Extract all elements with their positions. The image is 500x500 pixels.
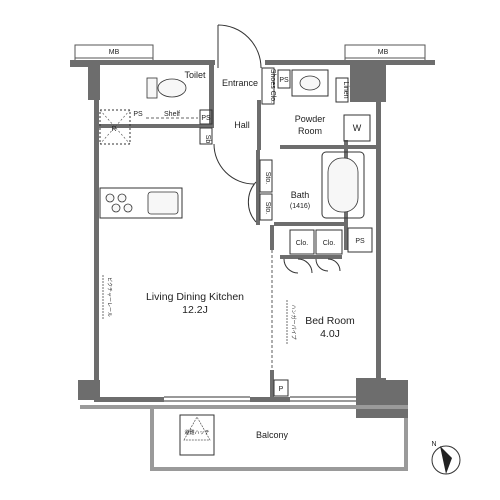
washer-label: W bbox=[353, 123, 362, 133]
picture-rail-label: ピクチャーレール bbox=[106, 277, 112, 317]
meter-box-left: MB bbox=[74, 44, 154, 64]
mb-left-label: MB bbox=[109, 49, 120, 56]
north-label: N bbox=[431, 441, 436, 448]
toilet-label: Toilet bbox=[184, 70, 206, 80]
linen-label: Linen bbox=[342, 81, 349, 98]
ps-top-label: PS bbox=[279, 77, 289, 84]
windows-bottom bbox=[164, 396, 356, 402]
ldk-size-label: 12.2J bbox=[182, 304, 208, 316]
sto-door-arc bbox=[247, 181, 257, 223]
sto-label-1: Sto. bbox=[264, 172, 271, 185]
ps-hall-label: PS bbox=[201, 115, 211, 122]
storage-1 bbox=[259, 159, 273, 193]
shoes-clo-label: Shoes Clo. bbox=[269, 69, 276, 103]
washer-space bbox=[343, 114, 371, 142]
hall-door-arc bbox=[213, 143, 255, 185]
sb-label: Sb bbox=[204, 135, 211, 144]
hall-label: Hall bbox=[234, 120, 250, 130]
clo-label-2: Clo. bbox=[323, 240, 336, 247]
toilet-fixture bbox=[146, 77, 187, 99]
closet-2 bbox=[315, 229, 343, 255]
shoes-closet bbox=[261, 67, 275, 105]
shelf-label: Shelf bbox=[164, 111, 180, 118]
balcony-label: Balcony bbox=[256, 430, 289, 440]
closet-door-arcs-2 bbox=[315, 258, 341, 272]
ps-bed-box bbox=[347, 227, 373, 253]
bathtub bbox=[321, 151, 365, 219]
p-label: P bbox=[279, 386, 284, 393]
ps-box-hall bbox=[199, 109, 213, 125]
storage-2 bbox=[259, 193, 273, 221]
refrigerator-label: R bbox=[111, 126, 116, 133]
bed-size-label: 4.0J bbox=[320, 328, 340, 340]
shoe-box bbox=[199, 127, 213, 145]
kitchen-counter bbox=[99, 187, 183, 219]
bath-size-label: (1416) bbox=[290, 203, 310, 210]
ps-bed-label: PS bbox=[355, 238, 365, 245]
hatch-label: 避難ハッチ bbox=[184, 429, 209, 436]
sto-label-2: Sto. bbox=[264, 202, 271, 215]
entrance-door bbox=[217, 24, 262, 69]
clo-label-1: Clo. bbox=[296, 240, 309, 247]
walls bbox=[70, 60, 435, 418]
balcony-area bbox=[80, 405, 408, 471]
refrigerator-space bbox=[99, 109, 131, 145]
ldk-name-label: Living Dining Kitchen bbox=[146, 291, 244, 303]
ps-shelf-label: PS bbox=[133, 111, 143, 118]
powder-room-label-2: Room bbox=[298, 126, 322, 136]
bed-name-label: Bed Room bbox=[305, 315, 355, 327]
mb-right-label: MB bbox=[378, 49, 389, 56]
closet-door-arcs bbox=[283, 258, 313, 274]
north-arrow bbox=[431, 445, 461, 475]
ps-top-box bbox=[277, 69, 291, 89]
meter-box-right: MB bbox=[344, 44, 426, 64]
hanger-pipe-label: ハンガーパイプ bbox=[290, 305, 297, 340]
vanity-sink bbox=[291, 69, 329, 97]
linen-closet bbox=[335, 77, 349, 103]
escape-hatch bbox=[179, 414, 215, 456]
entrance-label: Entrance bbox=[222, 78, 258, 88]
pipe-box bbox=[273, 379, 289, 397]
closet-1 bbox=[289, 229, 315, 255]
bath-label: Bath bbox=[291, 190, 310, 200]
powder-room-label-1: Powder bbox=[295, 114, 326, 124]
